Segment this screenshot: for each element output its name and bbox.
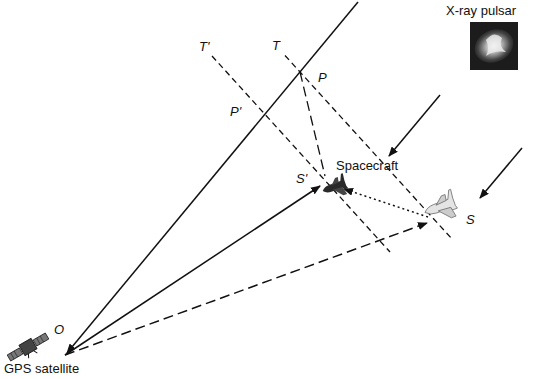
point-label: T' [199, 39, 209, 54]
wavefront-line [212, 56, 390, 252]
pulsar-image [470, 22, 518, 70]
pulsar-label: X-ray pulsar [446, 3, 516, 18]
satellite-label: GPS satellite [4, 361, 79, 376]
point-label: S [466, 212, 475, 227]
spacecraft-label: Spacecraft [336, 158, 398, 173]
point-label: P [318, 70, 327, 85]
position-vector [65, 186, 320, 355]
correction-vector [344, 189, 428, 217]
position-vector [65, 223, 427, 355]
pulsar-signal-arrow [389, 95, 440, 156]
pulsar-core [486, 34, 506, 56]
point-label: O [54, 322, 64, 337]
point-label: S' [296, 171, 307, 186]
pulsar-direction-line [67, 2, 358, 353]
spacecraft-icon [421, 189, 460, 225]
spacecraft-icon [319, 173, 350, 201]
point-label: T [272, 38, 280, 53]
pulsar-signal-arrow [480, 148, 522, 198]
pulsar-nebula [469, 23, 519, 69]
point-label: P' [230, 104, 241, 119]
range-line [300, 72, 325, 176]
